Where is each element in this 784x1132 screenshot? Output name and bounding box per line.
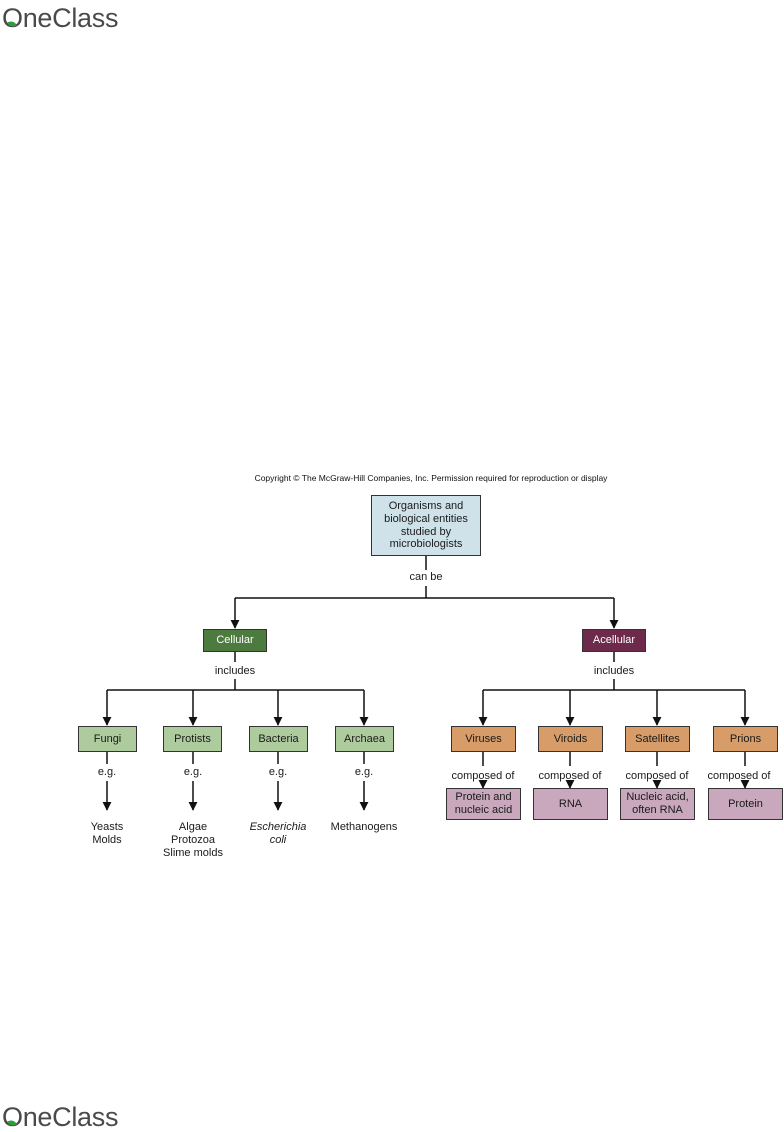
fungi-box: Fungi [78,726,137,752]
protists-relation: e.g. [183,766,203,778]
example-item: Yeasts [90,821,124,833]
fungi-examples: Yeasts Molds [57,821,157,847]
example-item: Methanogens [330,821,398,833]
root-line: biological entities [384,512,468,525]
bacteria-relation: e.g. [268,766,288,778]
composition-line: RNA [558,797,583,810]
acellular-connector-label: includes [593,665,635,677]
cellular-connector-label: includes [214,665,256,677]
archaea-relation: e.g. [354,766,374,778]
satellites-box: Satellites [625,726,690,752]
root-box: Organisms and biological entities studie… [371,495,481,556]
example-item: Slime molds [163,847,223,860]
bacteria-examples: Escherichia coli [228,821,328,847]
archaea-box: Archaea [335,726,394,752]
prions-box: Prions [713,726,778,752]
oneclass-logo-bottom: OneClass [2,1104,118,1131]
prions-composition-box: Protein [708,788,783,820]
fungi-relation: e.g. [97,766,117,778]
logo-text: OneClass [2,3,119,33]
composition-line: nucleic acid [454,804,513,816]
satellites-composition-box: Nucleic acid,often RNA [620,788,695,820]
acellular-box: Acellular [582,629,646,652]
viroids-composition-box: RNA [533,788,608,820]
prions-relation: composed of [707,770,771,782]
example-item: Algae [178,821,208,833]
satellites-relation: composed of [625,770,689,782]
root-line: Organisms and [388,500,464,513]
viruses-box: Viruses [451,726,516,752]
protists-box: Protists [163,726,222,752]
example-item: Molds [92,834,122,847]
example-item: coli [269,834,287,847]
root-line: microbiologists [389,538,463,551]
protists-examples: Algae Protozoa Slime molds [143,821,243,861]
root-connector-label: can be [409,571,443,583]
example-item: Escherichia [249,821,307,833]
viroids-relation: composed of [538,770,602,782]
logo-text: OneClass [2,1102,119,1132]
composition-line: Nucleic acid, [626,791,689,804]
copyright-notice: Copyright © The McGraw-Hill Companies, I… [254,473,608,483]
viruses-relation: composed of [451,770,515,782]
bacteria-box: Bacteria [249,726,308,752]
cellular-box: Cellular [203,629,267,652]
root-line: studied by [400,525,452,538]
example-item: Protozoa [170,834,216,847]
composition-line: Protein [728,797,763,810]
composition-line: often RNA [632,804,683,816]
archaea-examples: Methanogens [314,821,414,834]
oneclass-logo-top: OneClass [2,5,118,32]
viroids-box: Viroids [538,726,603,752]
composition-line: Protein and [455,791,512,804]
